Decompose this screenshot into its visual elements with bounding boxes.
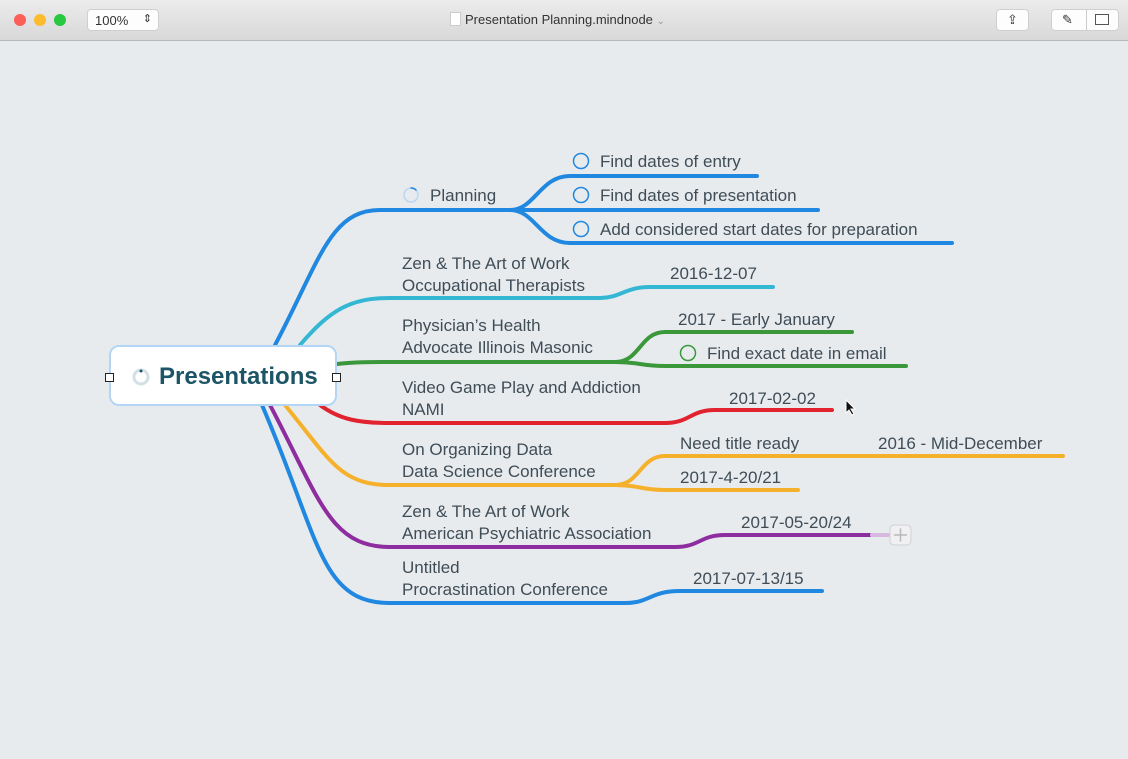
resize-handle-right[interactable] [332,373,341,382]
zoom-button[interactable] [54,14,66,26]
task-node[interactable]: Find dates of presentation [600,186,797,205]
date-node[interactable]: 2017-07-13/15 [693,569,804,588]
zoom-level-select[interactable]: 100% ⇕ [87,9,159,31]
title-bar: 100% ⇕ Presentation Planning.mindnode ⌄ ⇪… [0,0,1128,41]
branch-data-science [283,403,1065,492]
node-subtitle[interactable]: American Psychiatric Association [402,524,651,543]
minimize-button[interactable] [34,14,46,26]
mindmap-canvas[interactable]: Planning Find dates of entry Find dates … [0,41,1128,759]
brush-icon[interactable]: ✎ [1062,12,1073,27]
branch-physician [335,330,908,368]
divider [1086,10,1087,30]
stepper-icon: ⇕ [142,13,152,25]
mouse-cursor [845,398,857,416]
add-node-button[interactable] [889,524,912,546]
task-node[interactable]: Add considered start dates for preparati… [600,220,918,239]
date-node[interactable]: 2017-4-20/21 [680,468,781,487]
node-planning[interactable]: Planning [430,186,496,205]
document-icon [450,12,461,26]
date-node[interactable]: 2017-02-02 [729,389,816,408]
chevron-down-icon: ⌄ [656,16,665,27]
task-node[interactable]: Find dates of entry [600,152,741,171]
document-title-text: Presentation Planning.mindnode [465,12,653,27]
branch-occupational [298,285,775,347]
child-node[interactable]: Need title ready [680,434,800,453]
node-subtitle[interactable]: Advocate Illinois Masonic [402,338,593,357]
task-checkbox[interactable] [572,152,590,170]
sidebar-icon[interactable] [1095,14,1109,25]
share-button[interactable]: ⇪ [996,9,1029,31]
branch-nami [318,403,834,425]
share-icon: ⇪ [1007,12,1018,27]
task-checkbox[interactable] [679,344,697,362]
branch-apa [268,403,890,549]
date-node[interactable]: 2017 - Early January [678,310,835,329]
date-node[interactable]: 2016-12-07 [670,264,757,283]
plus-icon [893,528,908,542]
date-node[interactable]: 2017-05-20/24 [741,513,852,532]
node-title[interactable]: Physician’s Health [402,316,541,335]
node-subtitle[interactable]: Data Science Conference [402,462,596,481]
node-title[interactable]: Video Game Play and Addiction [402,378,641,397]
close-button[interactable] [14,14,26,26]
node-subtitle[interactable]: Procrastination Conference [402,580,608,599]
node-subtitle[interactable]: Occupational Therapists [402,276,585,295]
task-node[interactable]: Find exact date in email [707,344,887,363]
node-subtitle[interactable]: NAMI [402,400,445,419]
progress-icon [132,368,150,386]
zoom-level-value: 100% [95,13,129,28]
node-title[interactable]: On Organizing Data [402,440,553,459]
root-node-label: Presentations [159,363,318,390]
node-title[interactable]: Untitled [402,558,460,577]
date-node[interactable]: 2016 - Mid-December [878,434,1043,453]
inspector-toolbar: ✎ [1051,9,1119,31]
document-title[interactable]: Presentation Planning.mindnode ⌄ [450,12,665,27]
task-checkbox[interactable] [572,220,590,238]
node-title[interactable]: Zen & The Art of Work [402,254,570,273]
node-title[interactable]: Zen & The Art of Work [402,502,570,521]
resize-handle-left[interactable] [105,373,114,382]
progress-arc [410,187,417,191]
task-checkbox[interactable] [572,186,590,204]
root-node[interactable]: Presentations [105,345,341,406]
branch-planning [273,174,954,347]
branch-procrastination [260,403,824,605]
